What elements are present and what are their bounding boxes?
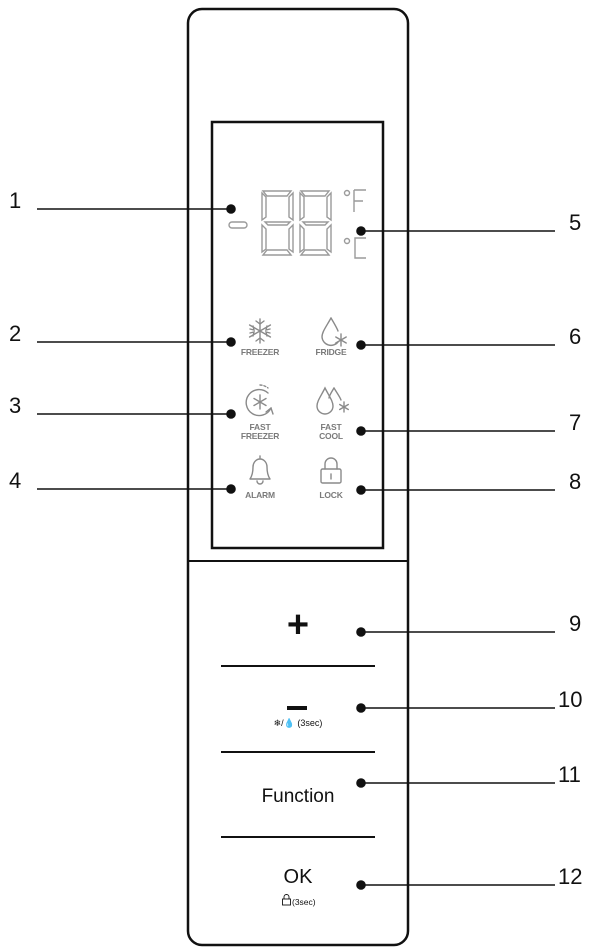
callout-number-4: 4 bbox=[9, 468, 22, 493]
droplet-snowflake-icon bbox=[321, 317, 347, 347]
fast-freezer-label-line2: FREEZER bbox=[240, 430, 280, 441]
fast-cool-indicator-label: FAST COOL bbox=[306, 423, 356, 441]
minus-button[interactable] bbox=[250, 680, 346, 740]
callout-number-8: 8 bbox=[569, 469, 582, 494]
plus-button[interactable]: + bbox=[286, 604, 310, 646]
fast-freezer-indicator-label: FAST FREEZER bbox=[235, 423, 285, 441]
fast-cool-label-line1: FAST bbox=[320, 422, 342, 432]
callout-number-6: 6 bbox=[569, 324, 582, 349]
function-button[interactable]: Function bbox=[261, 786, 335, 807]
callout-number-1: 1 bbox=[9, 188, 22, 213]
freezer-indicator-label: FREEZER bbox=[240, 347, 280, 357]
minus-button-sublabel: ❄/💧 (3sec) bbox=[273, 718, 323, 728]
snowflake-icon bbox=[248, 318, 272, 344]
callout-number-10: 10 bbox=[558, 687, 583, 712]
display-window bbox=[210, 120, 385, 550]
fast-cool-label-line2: COOL bbox=[319, 430, 343, 441]
digit-1 bbox=[261, 190, 294, 256]
callout-number-7: 7 bbox=[569, 410, 582, 435]
fahrenheit-unit bbox=[343, 189, 366, 212]
callout-number-12: 12 bbox=[558, 864, 583, 889]
callout-number-11: 11 bbox=[558, 762, 581, 787]
bell-icon bbox=[249, 455, 271, 485]
alarm-indicator-label: ALARM bbox=[245, 490, 275, 500]
callout-number-2: 2 bbox=[9, 321, 22, 346]
fridge-indicator-label: FRIDGE bbox=[315, 347, 347, 357]
padlock-icon bbox=[320, 457, 342, 484]
small-lock-icon bbox=[282, 894, 291, 906]
ok-button[interactable]: OK bbox=[283, 866, 313, 888]
ok-button-sublabel: (3sec) bbox=[292, 897, 316, 907]
callout-number-3: 3 bbox=[9, 393, 22, 418]
panel-outline bbox=[186, 7, 410, 947]
fast-freezer-label-line1: FAST bbox=[249, 422, 271, 432]
minus-segment bbox=[228, 221, 248, 229]
callout-number-9: 9 bbox=[569, 611, 582, 636]
temperature-display bbox=[228, 189, 366, 259]
callout-leaders bbox=[37, 204, 555, 890]
lock-indicator-label: LOCK bbox=[319, 490, 343, 500]
fast-freeze-icon bbox=[245, 384, 274, 417]
digit-2 bbox=[299, 190, 332, 256]
celsius-unit bbox=[343, 237, 366, 259]
callout-number-5: 5 bbox=[569, 210, 582, 235]
double-droplet-icon bbox=[316, 386, 350, 415]
minus-button-bar bbox=[287, 706, 307, 710]
